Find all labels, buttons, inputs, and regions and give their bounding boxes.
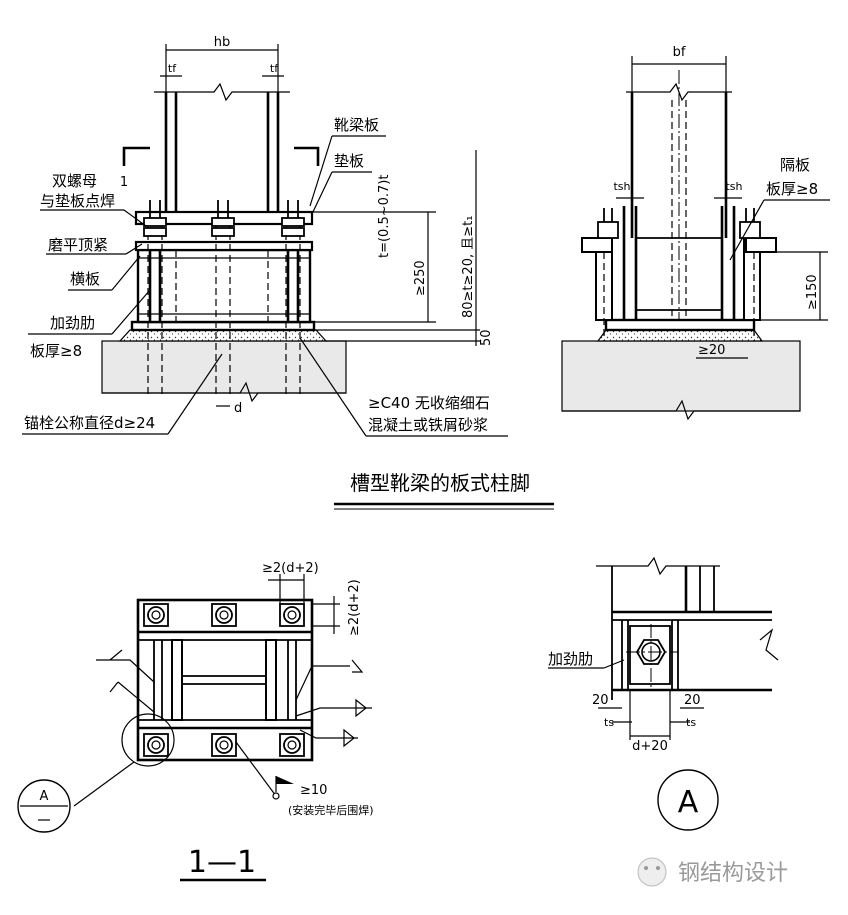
dim-bf: bf [673, 45, 686, 60]
label-grout-2: 混凝土或铁屑砂浆 [368, 416, 488, 434]
anchor-bolt-right [281, 200, 305, 398]
label-diaphragm: 隔板 [780, 156, 810, 174]
cross-plate [134, 240, 314, 252]
elevation-grout [118, 329, 328, 342]
label-diaphragm-thk: 板厚≥8 [766, 180, 818, 198]
watermark-text: 钢结构设计 [678, 861, 788, 886]
label-stiffener-thk: 板厚≥8 [30, 342, 82, 360]
dim-hb: hb [214, 35, 231, 50]
elevation-base-plate [130, 320, 316, 332]
foundation-break-line [102, 381, 346, 403]
detail-dim-ts-left: ts [604, 716, 614, 729]
dim-150: ≥150 [805, 274, 820, 310]
section-mark-right [294, 146, 320, 166]
weld-symbol [295, 665, 350, 701]
dim-tsh-right: tsh [725, 180, 742, 193]
weld-symbol [96, 659, 155, 683]
plan-bolt [143, 733, 169, 757]
plan-bolt [279, 733, 305, 757]
watermark: 钢结构设计 [637, 857, 788, 887]
plan-bolt [211, 603, 237, 627]
label-double-nut: 双螺母 [52, 172, 97, 190]
label-shim: 垫板 [334, 152, 364, 170]
side-grout [596, 329, 764, 342]
dim-tsh-left: tsh [613, 180, 630, 193]
detail-dim-ts-right: ts [686, 716, 696, 729]
dim-50: 50 [479, 329, 494, 346]
label-grout-1: ≥C40 无收缩细石 [368, 394, 490, 412]
plan-callout: A [40, 789, 49, 804]
label-anchor: 锚栓公称直径d≥24 [24, 414, 155, 432]
dim-tf-left: tf [168, 62, 177, 75]
dim-shim-t: t=(0.5~0.7)t [377, 175, 392, 258]
label-boot-plate: 靴梁板 [334, 116, 379, 134]
plan-dim-h: ≥2(d+2) [262, 561, 319, 576]
detail-callout-bubble [657, 769, 719, 831]
detail-callout: A [678, 785, 699, 820]
dim-250: ≥250 [413, 260, 428, 296]
dim-t-range: 80≥t≥20, 且≥t₁ [461, 216, 476, 318]
side-foundation [561, 340, 801, 412]
side-base-plate [604, 318, 756, 332]
boot-beam-plate [136, 248, 312, 324]
detail-dim-20-left: 20 [592, 693, 609, 708]
detail-dim-20-right: 20 [684, 693, 701, 708]
anchor-bolt-left [143, 200, 167, 398]
plan-view: ≥2(d+2) ≥2(d+2) ≥10 (安装完毕后围焊) A 1—1 [17, 561, 374, 882]
plan-weld-note: (安装完毕后围焊) [288, 803, 374, 817]
detail-view: 加劲肋 20 20 ts ts d+20 A [548, 556, 779, 831]
detail-callout-circle [121, 713, 175, 767]
plan-title: 1—1 [188, 845, 256, 880]
label-mill: 磨平顶紧 [48, 236, 108, 254]
elevation-view: hb tf tf 1 双螺母 与垫板点焊 磨平顶紧 横板 加劲肋 板厚≥8 靴梁… [22, 35, 508, 437]
dim-20: ≥20 [698, 343, 725, 358]
plan-bolt [211, 733, 237, 757]
label-cross-plate: 横板 [70, 270, 100, 288]
detail-label-stiffener: 加劲肋 [548, 650, 593, 668]
label-double-nut-2: 与垫板点焊 [40, 192, 115, 210]
column-break-line [154, 82, 290, 102]
main-title: 槽型靴梁的板式柱脚 [350, 471, 530, 495]
elevation-foundation [101, 340, 347, 394]
dim-tf-right: tf [270, 62, 279, 75]
plan-dim-v: ≥2(d+2) [347, 579, 362, 636]
dim-d: d [234, 401, 242, 416]
plan-weld-10: ≥10 [300, 783, 327, 798]
weld-symbol [295, 707, 372, 717]
plan-bolt [143, 603, 169, 627]
label-stiffener: 加劲肋 [50, 314, 95, 332]
side-view: bf tsh tsh 隔板 板厚≥8 ≥150 ≥20 [561, 45, 830, 421]
anchor-bolt-center [211, 200, 235, 398]
section-mark-number: 1 [120, 175, 128, 190]
section-mark-left [122, 146, 150, 166]
plan-bolt [279, 603, 305, 627]
detail-dim-d20: d+20 [632, 739, 668, 754]
